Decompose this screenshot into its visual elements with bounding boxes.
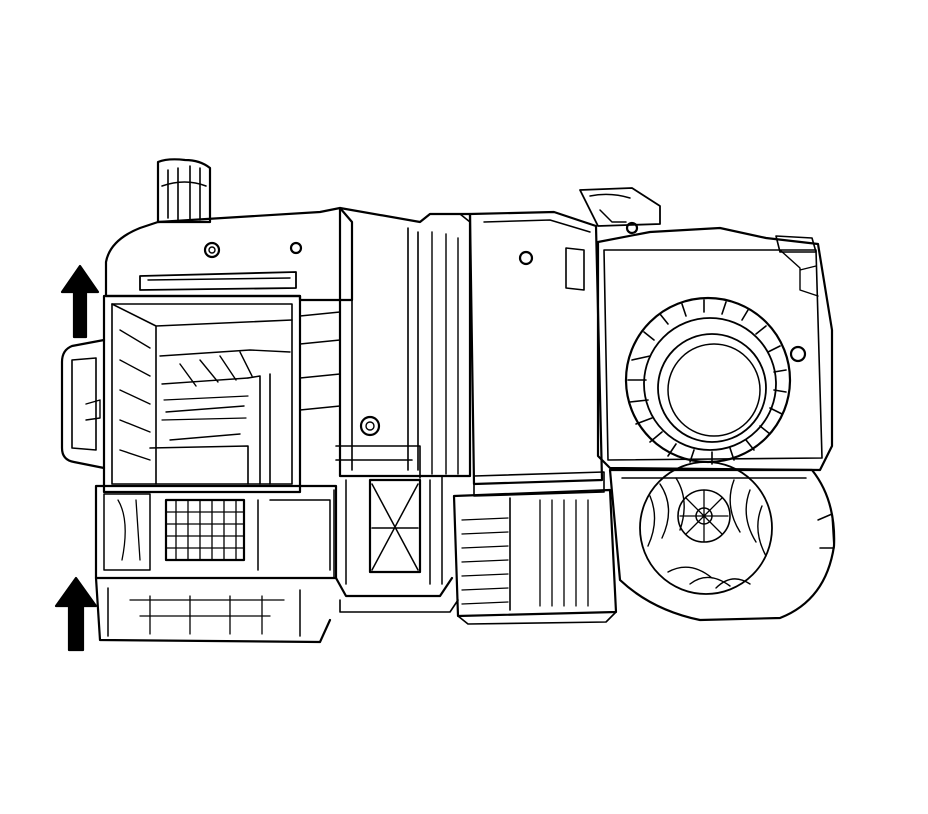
lift-arrow-upper [60, 264, 100, 339]
fastener-icon [625, 221, 639, 235]
up-arrow-icon [54, 576, 98, 652]
fastener-icon [359, 415, 381, 437]
fastener-icon [518, 250, 534, 266]
intake-neck [156, 158, 212, 224]
fastener-icon [789, 345, 807, 363]
middle-housing [338, 206, 472, 478]
blower-wheel [639, 461, 773, 595]
blower-housing [579, 187, 836, 622]
fastener-icon [203, 241, 221, 259]
side-bracket [60, 338, 106, 470]
evaporator-case [299, 206, 472, 613]
blower-scroll-upper [596, 226, 834, 472]
blower-scroll-lower [608, 468, 836, 622]
filter-element [164, 498, 246, 562]
cover-plate [468, 210, 604, 486]
air-inlet-housing [60, 158, 354, 644]
blend-door-cover [452, 210, 618, 625]
blower-motor-icon [624, 296, 792, 465]
up-arrow-icon [60, 264, 100, 339]
upper-housing [104, 206, 354, 302]
actuator-fins [452, 488, 618, 618]
fastener-icon [289, 241, 303, 255]
heater-core-frame [368, 478, 422, 574]
filter-access-frame [102, 294, 302, 494]
lift-arrow-lower [54, 576, 98, 652]
